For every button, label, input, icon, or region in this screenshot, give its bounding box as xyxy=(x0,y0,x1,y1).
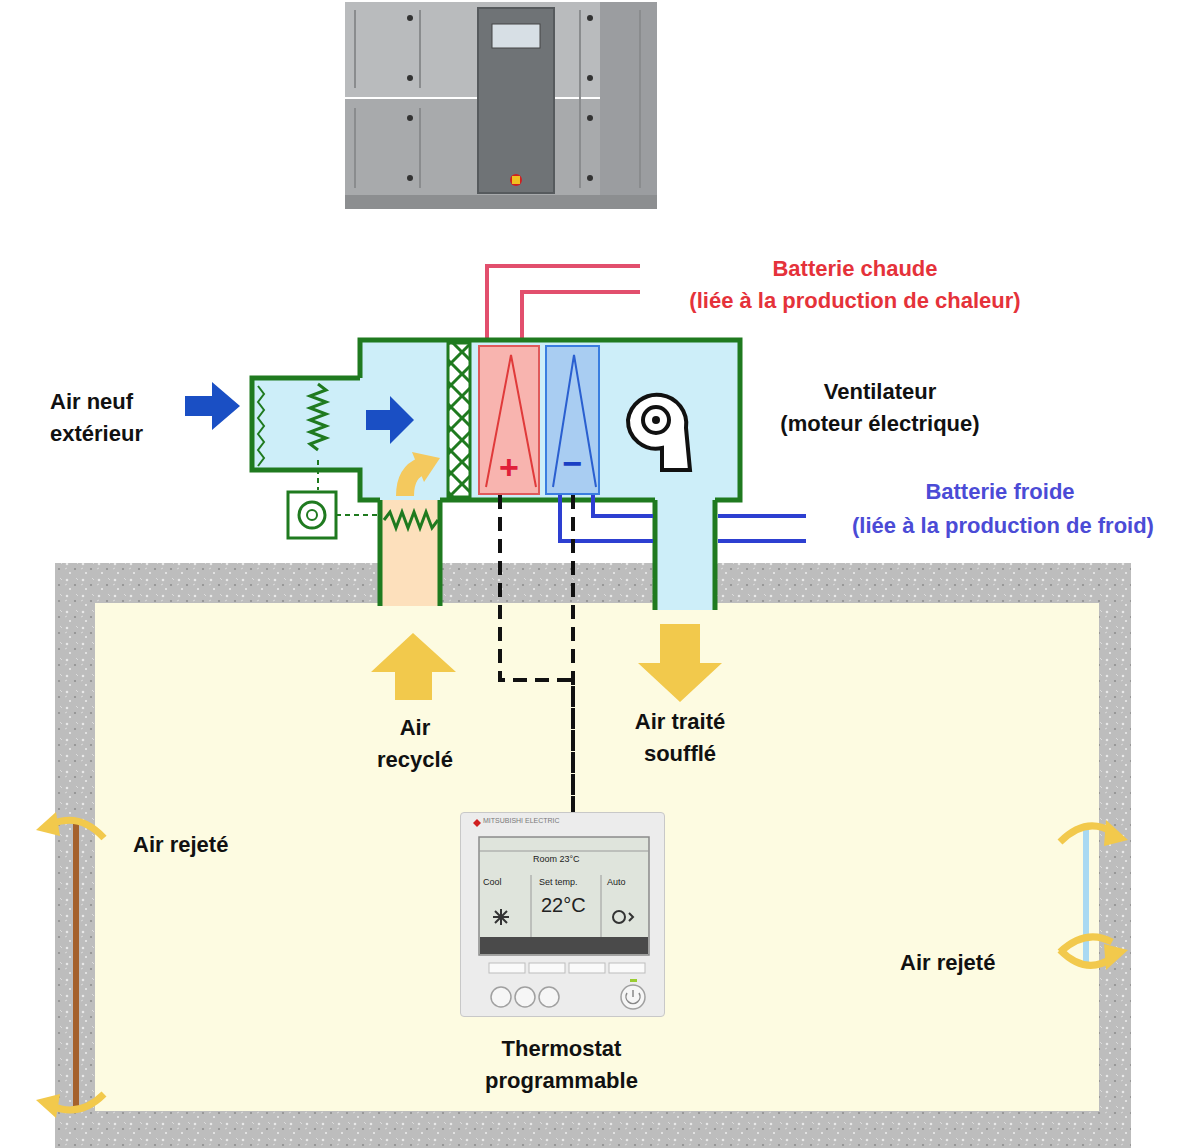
node-text: Cool xyxy=(483,877,502,888)
annotation-label: (moteur électrique) xyxy=(780,408,979,440)
annotation-label: Air rejeté xyxy=(900,947,995,979)
node-text: MITSUBISHI ELECTRIC xyxy=(483,816,560,825)
room xyxy=(55,563,1131,1148)
node-text: 22°C xyxy=(541,893,586,917)
annotation-label: Air recyclé xyxy=(365,712,465,776)
node-text: Auto xyxy=(607,877,626,888)
air-handling-unit xyxy=(252,340,740,610)
control-wire xyxy=(500,495,573,812)
node-text: − xyxy=(545,445,600,481)
control-wire xyxy=(571,495,575,812)
annotation-label: Air rejeté xyxy=(133,829,228,861)
annotation-label: Batterie froide xyxy=(925,476,1074,508)
cold-pipes xyxy=(560,495,806,541)
hot-battery: + xyxy=(478,345,540,495)
air-arrows xyxy=(185,382,722,702)
product-photo xyxy=(345,2,657,209)
annotation-label: Batterie chaude xyxy=(772,253,937,285)
node-text: Room 23°C xyxy=(533,854,580,865)
fan-symbol xyxy=(628,395,690,470)
door-and-window xyxy=(36,812,1128,1118)
annotation-label: (liée à la production de chaleur) xyxy=(689,285,1020,317)
node-text: + xyxy=(478,449,540,485)
node-text: Set temp. xyxy=(539,877,578,888)
ducts xyxy=(380,500,715,610)
annotation-label: (liée à la production de froid) xyxy=(852,510,1154,542)
thermostat: MITSUBISHI ELECTRIC Room 23°C Cool Set temp… xyxy=(460,812,665,1017)
annotation-label: Ventilateur xyxy=(824,376,936,408)
hot-pipes xyxy=(487,266,640,345)
cold-battery: − xyxy=(545,345,600,495)
device-caption: Thermostat programmable xyxy=(471,1033,652,1097)
annotation-label: Air traité soufflé xyxy=(619,706,741,770)
annotation-label: Air neuf extérieur xyxy=(50,386,172,450)
